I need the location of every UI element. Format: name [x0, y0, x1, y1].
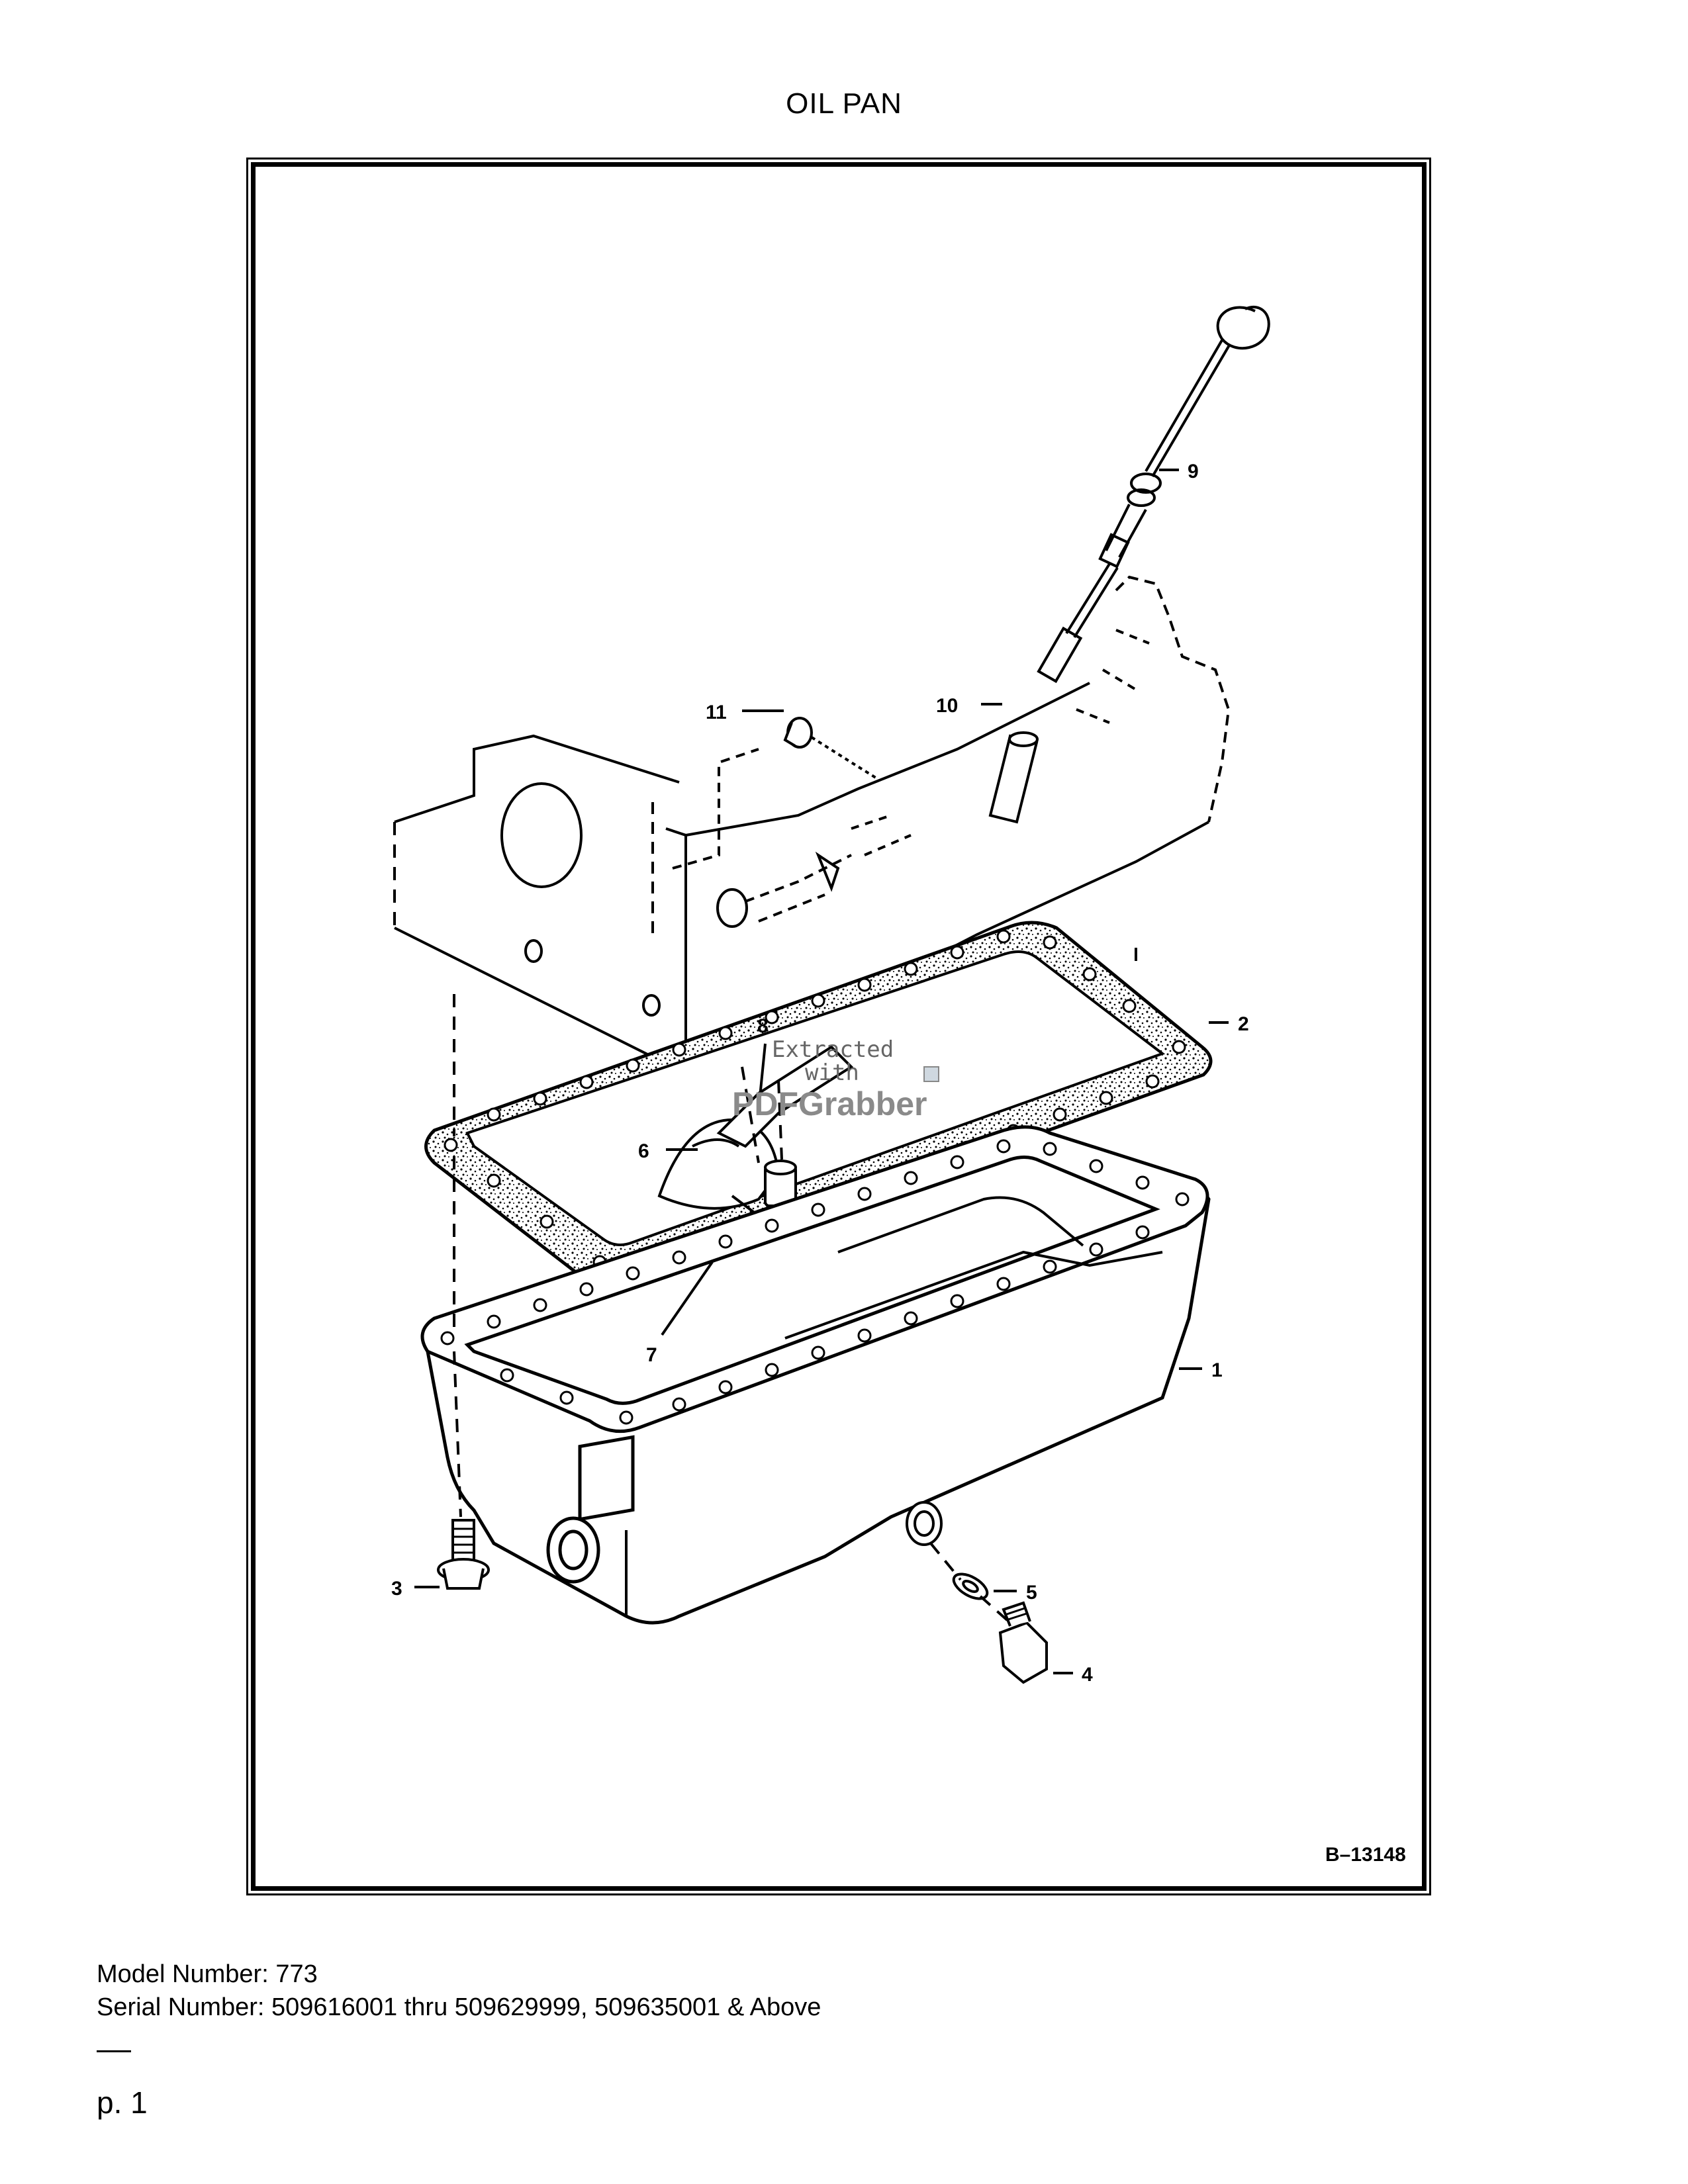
- assembly-lines: [453, 948, 1137, 1624]
- callout-9: 9: [1188, 461, 1199, 482]
- oil-pan-exploded-diagram: 9 10 11 8 2 6 7 1 5 4 3 Extracted with P…: [391, 305, 1406, 1866]
- watermark-icon: [923, 1066, 939, 1082]
- model-number: Model Number: 773: [97, 1960, 318, 1988]
- watermark-line1: Extracted: [772, 1036, 894, 1063]
- drain-boss: [906, 1501, 943, 1546]
- callout-11: 11: [706, 702, 727, 723]
- callout-10: 10: [936, 695, 958, 717]
- oil-pan: [420, 1125, 1211, 1625]
- dipstick-tube: [988, 731, 1039, 824]
- pan-bolt: [437, 1519, 490, 1590]
- oil-pan-flange-holes: [440, 1139, 1190, 1425]
- watermark-line2: with: [805, 1060, 859, 1086]
- engine-block: [393, 575, 1231, 1076]
- callout-1: 1: [1211, 1359, 1223, 1381]
- callout-7: 7: [646, 1344, 657, 1366]
- watermark-brand: PDFGrabber: [732, 1085, 927, 1122]
- dipstick: [1037, 305, 1270, 684]
- leader-lines: [414, 469, 1229, 1674]
- callout-6: 6: [638, 1140, 649, 1162]
- page-number: p. 1: [97, 2085, 148, 2120]
- diagram-frame-inner: 9 10 11 8 2 6 7 1 5 4 3 Extracted with P…: [251, 162, 1427, 1891]
- model-info: Model Number: 773 Serial Number: 5096160…: [97, 1958, 821, 2024]
- page-mark-rule: [97, 2050, 131, 2052]
- drain-washer: [952, 1572, 989, 1600]
- callout-3: 3: [391, 1578, 402, 1600]
- plug: [783, 717, 879, 780]
- callout-8: 8: [757, 1015, 769, 1037]
- diagram-frame: 9 10 11 8 2 6 7 1 5 4 3 Extracted with P…: [246, 158, 1431, 1895]
- callout-2: 2: [1238, 1013, 1249, 1035]
- page-title: OIL PAN: [786, 87, 902, 120]
- pdfgrabber-watermark: Extracted with PDFGrabber: [732, 1036, 939, 1122]
- serial-number: Serial Number: 509616001 thru 509629999,…: [97, 1993, 821, 2021]
- drain-plug: [998, 1601, 1048, 1684]
- gasket: [424, 921, 1213, 1287]
- callout-5: 5: [1026, 1582, 1037, 1604]
- figure-reference: B–13148: [1325, 1844, 1406, 1866]
- callout-4: 4: [1082, 1664, 1093, 1686]
